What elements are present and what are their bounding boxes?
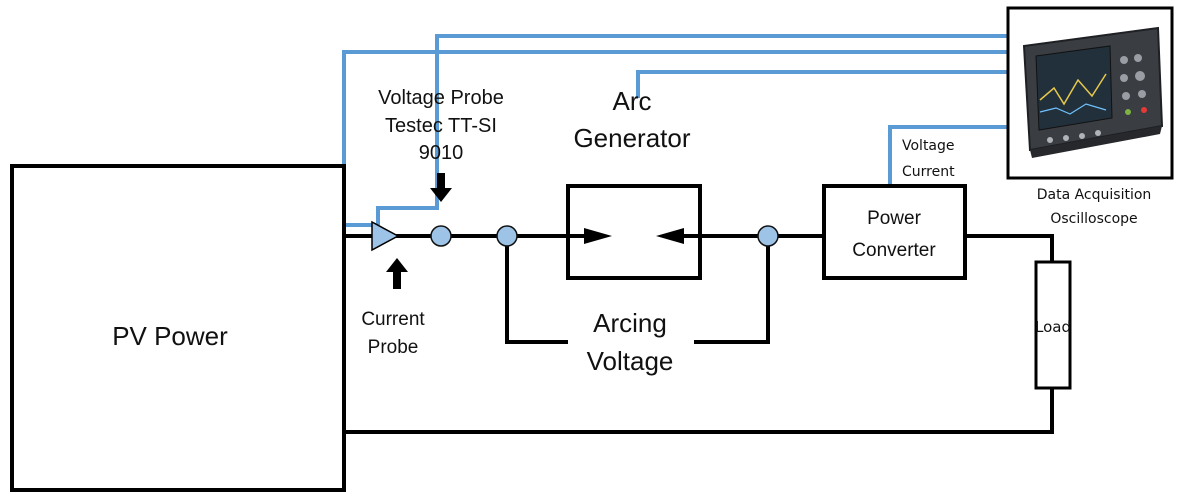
daq-label-1: Data Acquisition	[1037, 187, 1152, 203]
arc-generator-label-2: Generator	[573, 123, 690, 153]
pv-power-box	[10, 164, 346, 492]
signal-lines	[342, 34, 1008, 227]
load-box	[1034, 260, 1072, 390]
junction-node-left	[496, 225, 518, 247]
oscilloscope-icon	[1006, 6, 1174, 180]
up-arrow-icon	[386, 258, 408, 289]
power-converter-label-2: Converter	[852, 240, 936, 261]
current-probe-signal-line	[342, 50, 1008, 227]
voltage-probe-label-1: Voltage Probe	[378, 87, 504, 109]
return-wire	[344, 388, 1054, 434]
arcing-voltage-bracket-right	[694, 236, 770, 344]
arcing-voltage-label-1: Arcing	[593, 308, 667, 338]
current-probe-label-2: Probe	[368, 337, 419, 358]
voltage-probe-label-2: Testec TT-SI	[385, 115, 497, 137]
power-converter-label-1: Power	[867, 208, 922, 229]
down-arrow-icon	[430, 173, 452, 202]
power-converter-box	[822, 184, 967, 280]
arcing-voltage-label-2: Voltage	[587, 346, 674, 376]
power-converter-signal-line	[888, 125, 1008, 186]
arc-electrodes	[568, 228, 700, 244]
load-label: Load	[1035, 318, 1071, 336]
left-electrode-arrow-icon	[584, 228, 612, 244]
arc-generator-signal-line	[636, 70, 1008, 98]
voltage-probe-signal-line	[376, 34, 1008, 225]
current-probe-icon	[371, 220, 400, 252]
daq-label-2: Oscilloscope	[1050, 211, 1137, 227]
pv-power-label: PV Power	[112, 321, 228, 351]
output-wire	[965, 234, 1054, 262]
current-probe-label-1: Current	[361, 309, 425, 330]
voltage-probe-node	[430, 225, 452, 247]
signal-current-label: Current	[902, 164, 955, 180]
arcing-voltage-bracket	[505, 236, 568, 344]
signal-voltage-label: Voltage	[902, 138, 955, 154]
voltage-probe-label-3: 9010	[419, 142, 464, 164]
junction-node-right	[757, 225, 779, 247]
arc-generator-label-1: Arc	[613, 86, 652, 116]
right-electrode-arrow-icon	[656, 228, 684, 244]
